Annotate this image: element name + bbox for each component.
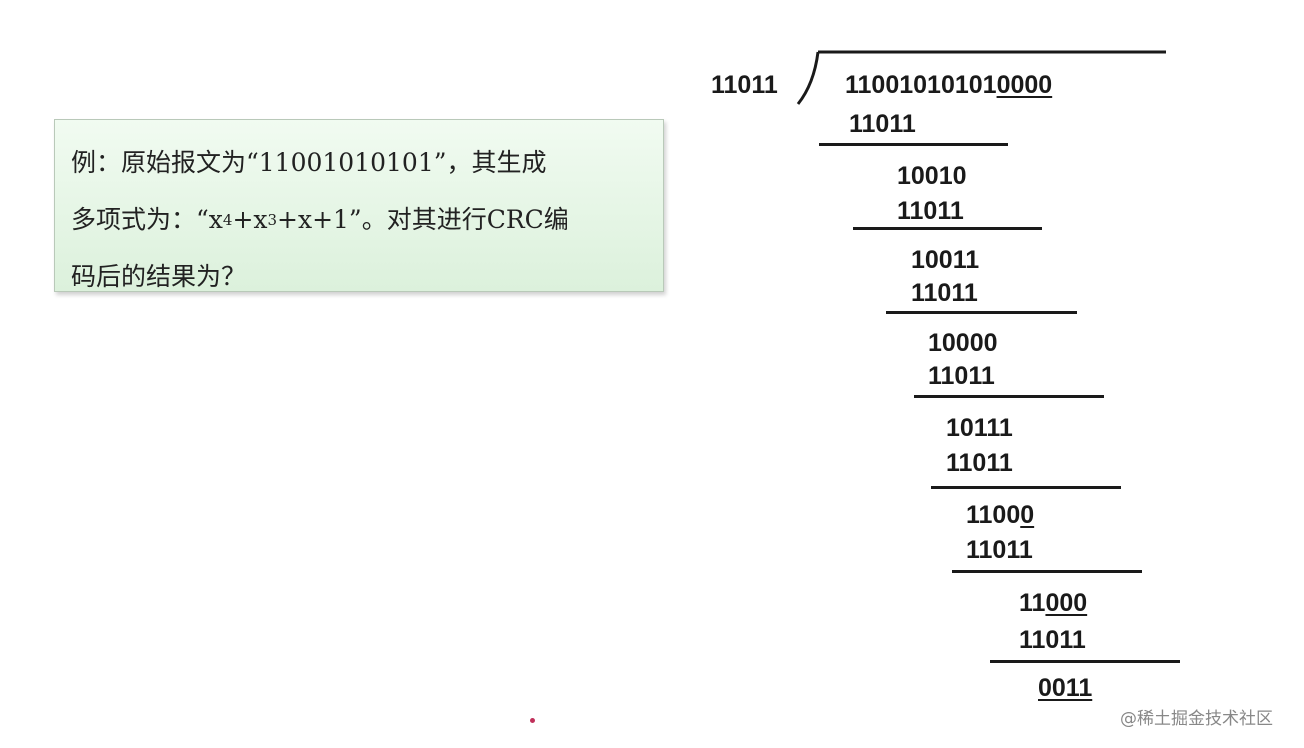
partial-remainder-7-head: 11 — [1019, 589, 1046, 617]
dividend-padding: 0000 — [996, 71, 1053, 99]
exponent-4: 4 — [222, 211, 233, 229]
problem-line-2-mid: +x — [232, 205, 268, 234]
subtraction-rule-7 — [990, 660, 1180, 663]
partial-remainder-4: 10000 — [928, 329, 998, 357]
subtrahend-2: 11011 — [897, 197, 964, 225]
subtraction-rule-2 — [853, 227, 1042, 230]
partial-remainder-7-tail: 000 — [1045, 589, 1088, 617]
subtraction-rule-1 — [819, 143, 1008, 146]
problem-line-3: 码后的结果为？ — [71, 262, 247, 291]
partial-remainder-6: 11000 — [966, 500, 1034, 530]
subtraction-rule-3 — [886, 311, 1077, 314]
pointer-dot — [530, 718, 535, 723]
problem-line-1: 例：原始报文为“11001010101”，其生成 — [71, 148, 547, 177]
partial-remainder-5: 10111 — [946, 414, 1013, 442]
problem-line-2: 多项式为：“x4+x3+x+1”。对其进行CRC编 — [71, 191, 645, 248]
subtraction-rule-4 — [914, 395, 1104, 398]
exponent-3: 3 — [267, 211, 278, 229]
subtrahend-4: 11011 — [928, 362, 995, 390]
partial-remainder-6-head: 1100 — [966, 501, 1021, 529]
watermark: @稀土掘金技术社区 — [1120, 709, 1273, 729]
partial-remainder-2: 10010 — [897, 162, 967, 190]
problem-line-2-prefix: 多项式为：“x — [71, 205, 223, 234]
divisor: 11011 — [711, 71, 778, 99]
partial-remainder-6-tail: 0 — [1020, 501, 1035, 529]
subtraction-rule-5 — [931, 486, 1121, 489]
subtrahend-3: 11011 — [911, 279, 978, 307]
crc-remainder: 0011 — [1038, 674, 1093, 702]
subtraction-rule-6 — [952, 570, 1142, 573]
subtrahend-6: 11011 — [966, 536, 1033, 564]
subtrahend-7: 11011 — [1019, 626, 1086, 654]
problem-line-2-suffix: +x+1”。对其进行CRC编 — [277, 205, 569, 234]
dividend: 110010101010000 — [845, 70, 1052, 100]
problem-box: 例：原始报文为“11001010101”，其生成 多项式为：“x4+x3+x+1… — [54, 119, 664, 292]
partial-remainder-3: 10011 — [911, 246, 980, 274]
division-bracket — [796, 50, 1166, 105]
subtrahend-5: 11011 — [946, 449, 1013, 477]
subtrahend-1: 11011 — [849, 110, 916, 138]
partial-remainder-7: 11000 — [1019, 588, 1087, 618]
dividend-message: 11001010101 — [845, 71, 997, 99]
